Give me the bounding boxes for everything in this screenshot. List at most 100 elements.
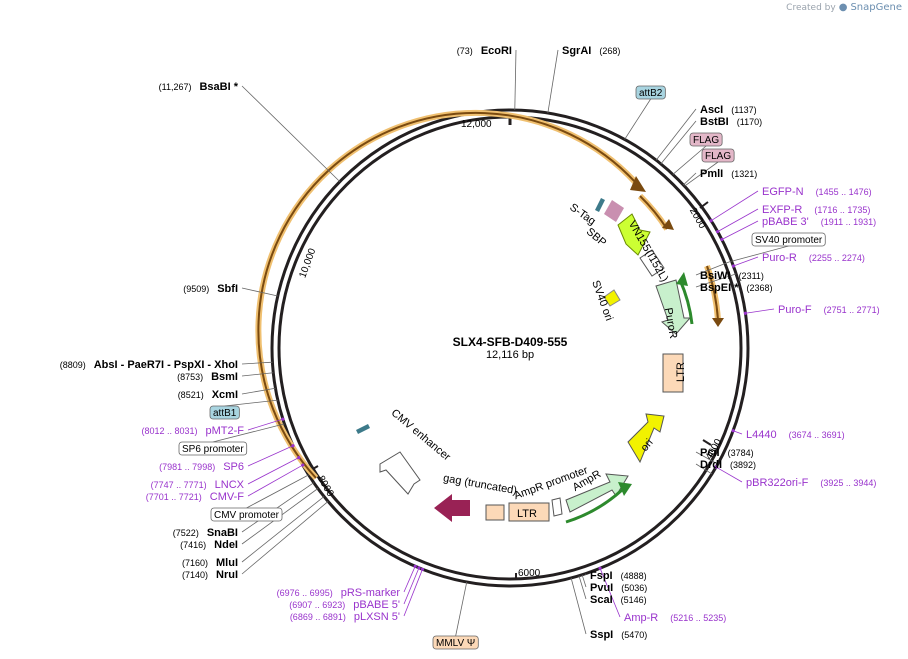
site-scai: ScaI(5146) <box>590 594 647 606</box>
site-snabi: SnaBI(7522) <box>173 527 238 539</box>
primer-label: EGFP-N <box>762 186 804 198</box>
site-asci: AscI(1137) <box>700 104 757 116</box>
primer-mark <box>743 311 748 315</box>
label-gag: gag (truncated) <box>442 472 518 497</box>
site-label: DrdI <box>700 459 722 471</box>
primer-mark <box>417 566 421 570</box>
site-position: (268) <box>599 46 620 56</box>
box-sv40-promoter-3: SV40 promoter <box>751 232 826 247</box>
primer-plxsn-5: pLXSN 5'(6869 .. 6891) <box>290 611 400 623</box>
primer-label: Puro-R <box>762 252 797 264</box>
primer-mark <box>301 463 305 467</box>
site-fspi: FspI(4888) <box>590 570 647 582</box>
feature-vn155 <box>639 249 665 277</box>
site-label: FspI <box>590 570 613 582</box>
site-ndei: NdeI(7416) <box>180 539 238 551</box>
primer-leader-line <box>721 220 759 240</box>
site-leader-line <box>241 482 315 533</box>
primer-position: (7981 .. 7998) <box>159 462 215 472</box>
primer-prs-marker: pRS-marker(6976 .. 6995) <box>277 587 401 599</box>
site-label: SspI <box>590 629 613 641</box>
site-position: (8521) <box>178 390 204 400</box>
feature-flag-bars <box>604 200 624 222</box>
site-position: (5036) <box>621 583 647 593</box>
site-position: (5470) <box>621 630 647 640</box>
site-sbfi: SbfI (9509) <box>183 283 238 295</box>
primer-amp-r: Amp-R(5216 .. 5235) <box>624 612 726 624</box>
box-flag-1: FLAG <box>689 132 723 147</box>
site-label: PvuI <box>590 582 613 594</box>
primer-position: (7701 .. 7721) <box>146 492 202 502</box>
site-leader-line <box>514 49 517 111</box>
orf-arc-right-2 <box>704 265 724 327</box>
site-position: (11,267) <box>159 82 192 92</box>
feature-ampr-arrow <box>565 488 624 524</box>
primer-mark <box>714 465 718 469</box>
site-absi-paer7i-pspxi-xhoi: AbsI - PaeR7I - PspXI - XhoI(8809) <box>60 359 238 371</box>
snapgene-credit: Created by ● SnapGene <box>786 2 902 13</box>
primer-position: (3925 .. 3944) <box>820 478 876 488</box>
primer-leader-line <box>247 418 283 431</box>
plasmid-name: SLX4-SFB-D409-555 <box>453 335 568 349</box>
site-label: SnaBI <box>207 527 238 539</box>
plasmid-size: 12,116 bp <box>486 349 534 361</box>
site-label: BsmI <box>211 371 238 383</box>
site-position: (7416) <box>180 540 206 550</box>
site-leader-line <box>241 496 325 563</box>
primer-leader-line <box>717 208 759 232</box>
primer-leader-line <box>247 457 299 485</box>
site-ecori: EcoRI(73) <box>457 45 512 57</box>
label-sbp: SBP <box>584 226 609 249</box>
restriction-sites: EcoRI(73)SgrAI(268)BsaBI *(11,267)AscI(1… <box>60 45 773 641</box>
box-label: FLAG <box>693 135 719 146</box>
site-position: (8809) <box>60 360 86 370</box>
site-label: AscI <box>700 104 723 116</box>
feature-gag <box>434 494 470 522</box>
box-frame <box>635 85 666 100</box>
primer-mark <box>281 417 285 421</box>
feature-stag <box>595 198 605 212</box>
primer-position: (8012 .. 8031) <box>141 426 197 436</box>
box-leader-line <box>455 581 468 637</box>
ampr-arrowhead <box>618 482 632 496</box>
site-bsabi: BsaBI *(11,267) <box>159 81 239 93</box>
site-label: NruI <box>216 569 238 581</box>
box-leader-line <box>624 98 652 140</box>
site-position: (2311) <box>739 271 764 281</box>
tick-6000: 6000 <box>518 568 541 579</box>
site-label: BspEI * <box>700 282 739 294</box>
primer-mark <box>297 456 301 460</box>
site-pcii: PciI(3784) <box>700 447 754 459</box>
primer-leader-line <box>247 445 294 467</box>
orf-arc-right-1 <box>637 193 674 231</box>
site-leader-line <box>241 287 278 297</box>
site-label: SbfI <box>217 283 238 295</box>
site-position: (3892) <box>730 460 756 470</box>
primer-label: pMT2-F <box>206 425 245 437</box>
credit-prefix: Created by <box>786 2 836 13</box>
primer-position: (6907 .. 6923) <box>289 600 345 610</box>
feature-gag-box <box>485 504 505 521</box>
primer-pmt2-f: pMT2-F (8012 .. 8031) <box>141 425 244 437</box>
box-frame <box>432 635 479 650</box>
feature-ori <box>627 413 665 464</box>
site-leader-line <box>547 49 559 114</box>
site-mlui: MluI(7160) <box>182 557 238 569</box>
primer-position: (5216 .. 5235) <box>670 613 726 623</box>
site-leader-line <box>581 574 587 588</box>
primer-mark <box>720 237 724 242</box>
primer-position: (1455 .. 1476) <box>816 187 872 197</box>
site-position: (9509) <box>183 284 209 294</box>
box-leader-line <box>212 423 285 443</box>
credit-brand: SnapGene <box>850 2 902 13</box>
primer-position: (6976 .. 6995) <box>277 588 333 598</box>
box-frame <box>751 232 826 247</box>
primer-label: Puro-F <box>778 304 812 316</box>
site-position: (3784) <box>728 448 754 458</box>
primer-leader-line <box>403 566 416 593</box>
site-bspei: BspEI *(2368) <box>700 282 773 294</box>
primer-label: EXFP-R <box>762 204 802 216</box>
site-leader-line <box>241 372 274 377</box>
box-attb1-4: attB1 <box>209 405 240 420</box>
site-leader-line <box>578 575 587 600</box>
